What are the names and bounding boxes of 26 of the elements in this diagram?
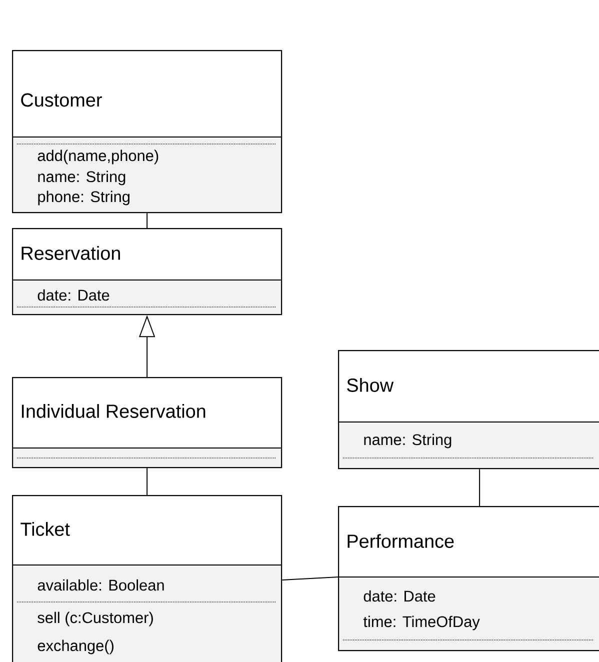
class-member: sell (c:Customer) bbox=[38, 612, 153, 626]
association-line bbox=[479, 468, 480, 506]
class-member: name: String bbox=[364, 434, 452, 448]
class-member: available: Boolean bbox=[38, 579, 164, 591]
class-name: Show bbox=[347, 378, 394, 392]
class-member: exchange() bbox=[38, 640, 114, 654]
class-name: Reservation bbox=[22, 246, 120, 260]
class-member: phone: String bbox=[38, 190, 130, 206]
class-box bbox=[12, 377, 282, 468]
association-line bbox=[146, 212, 148, 228]
class-name: Ticket bbox=[20, 522, 70, 536]
class-member: time: TimeOfDay bbox=[363, 616, 480, 630]
class-member: name: String bbox=[38, 170, 126, 186]
class-box bbox=[338, 506, 599, 652]
class-box bbox=[338, 350, 599, 470]
association-line bbox=[146, 468, 148, 496]
association-line bbox=[282, 576, 338, 580]
class-box bbox=[12, 50, 282, 214]
class-member: add(name,phone) bbox=[38, 150, 158, 164]
class-member: date: Date bbox=[38, 289, 110, 301]
class-name: Customer bbox=[21, 93, 102, 107]
class-member: date: Date bbox=[364, 590, 436, 602]
class-name: Individual Reservation bbox=[22, 404, 206, 418]
class-box bbox=[12, 495, 282, 662]
class-name: Performance bbox=[348, 534, 454, 548]
class-box bbox=[12, 228, 282, 316]
